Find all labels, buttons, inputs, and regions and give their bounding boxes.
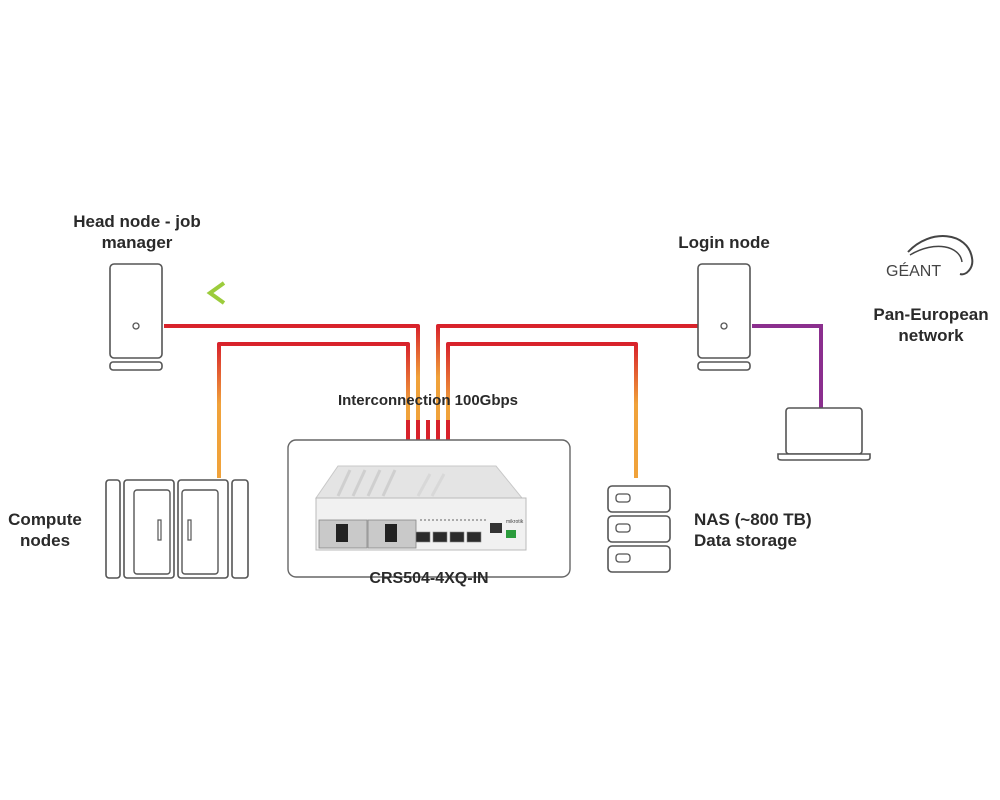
- compute-nodes-label-line2: nodes: [20, 531, 70, 550]
- head-node-server-icon: [109, 263, 163, 371]
- geant-logo: GÉANT: [886, 235, 974, 280]
- connection-lines: [164, 281, 1000, 478]
- geant-label: GÉANT: [886, 261, 941, 280]
- arrowhead-icon: [206, 281, 226, 305]
- compute-nodes-icon: [105, 479, 249, 579]
- nas-label-line2: Data storage: [694, 531, 797, 550]
- pan-european-label-line1: Pan-European: [873, 305, 988, 324]
- switch-model-label: CRS504-4XQ-IN: [369, 570, 488, 587]
- laptop-icon: [777, 407, 871, 461]
- switch-brand-label: mikrotik: [506, 519, 524, 525]
- login-to-switch-link: [436, 324, 698, 440]
- compute-to-switch-link: [217, 342, 410, 478]
- nas-label-line1: NAS (~800 TB): [694, 510, 812, 529]
- interconnection-label: Interconnection 100Gbps: [338, 392, 518, 409]
- login-node-server-icon: [697, 263, 751, 371]
- head-to-switch-link: [164, 324, 420, 440]
- compute-nodes-label-line1: Compute: [8, 510, 82, 529]
- head-node-label-line2: manager: [102, 233, 173, 252]
- login-node-label: Login node: [678, 233, 770, 252]
- nas-storage-icon: [607, 485, 671, 573]
- purple-link: [752, 324, 823, 408]
- pan-european-label-line2: network: [898, 326, 964, 345]
- head-node-label-line1: Head node - job: [73, 212, 201, 231]
- nas-to-switch-link: [446, 342, 638, 478]
- mikrotik-switch-icon: mikrotik: [315, 465, 527, 551]
